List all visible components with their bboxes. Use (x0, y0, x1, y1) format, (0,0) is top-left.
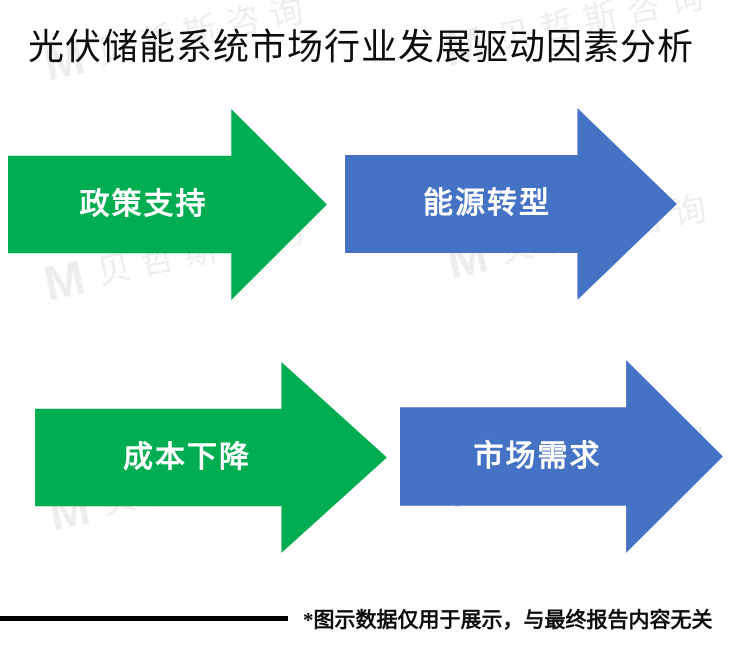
arrow-label: 成本下降 (123, 440, 251, 474)
arrow-energy-transition: 能源转型 (345, 108, 677, 300)
arrow-market-demand: 市场需求 (400, 360, 723, 553)
footnote: *图示数据仅用于展示，与最终报告内容无关 (303, 608, 713, 632)
arrow-label: 能源转型 (423, 187, 551, 220)
watermark-m-logo-icon: M (39, 251, 90, 312)
page-title: 光伏储能系统市场行业发展驱动因素分析 (28, 27, 695, 67)
arrow-cost-decline: 成本下降 (35, 362, 387, 553)
arrow-label: 市场需求 (473, 439, 602, 473)
arrow-policy-support: 政策支持 (8, 109, 327, 300)
footer-divider-line (0, 616, 288, 621)
arrow-label: 政策支持 (79, 187, 208, 221)
